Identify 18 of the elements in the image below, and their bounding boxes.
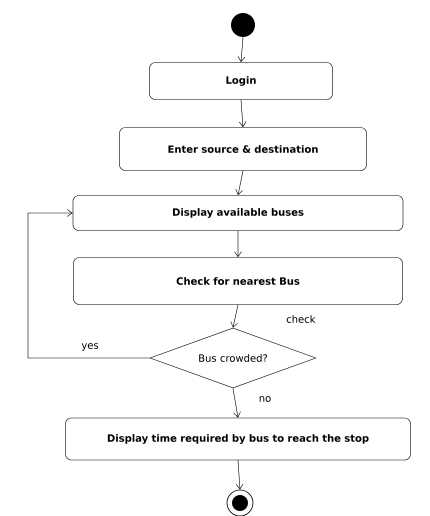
arrow bbox=[232, 388, 241, 418]
arrow bbox=[236, 460, 244, 490]
final-node bbox=[226, 490, 254, 516]
arrow bbox=[234, 230, 242, 258]
activity-box: Login bbox=[149, 62, 333, 100]
edge-label: check bbox=[285, 314, 316, 324]
edge-label: no bbox=[258, 395, 272, 403]
arrow bbox=[230, 304, 238, 328]
activity-box: Enter source & destination bbox=[119, 127, 367, 171]
edge-label: yes bbox=[80, 342, 100, 352]
arrow bbox=[28, 209, 150, 358]
arrow bbox=[238, 36, 246, 62]
start-node bbox=[231, 13, 255, 37]
activity-box: Check for nearest Bus bbox=[73, 257, 403, 305]
arrow bbox=[238, 100, 246, 128]
activity-box: Display time required by bus to reach the stop bbox=[65, 418, 411, 460]
activity-box: Display available buses bbox=[72, 195, 404, 231]
arrow bbox=[235, 170, 244, 196]
